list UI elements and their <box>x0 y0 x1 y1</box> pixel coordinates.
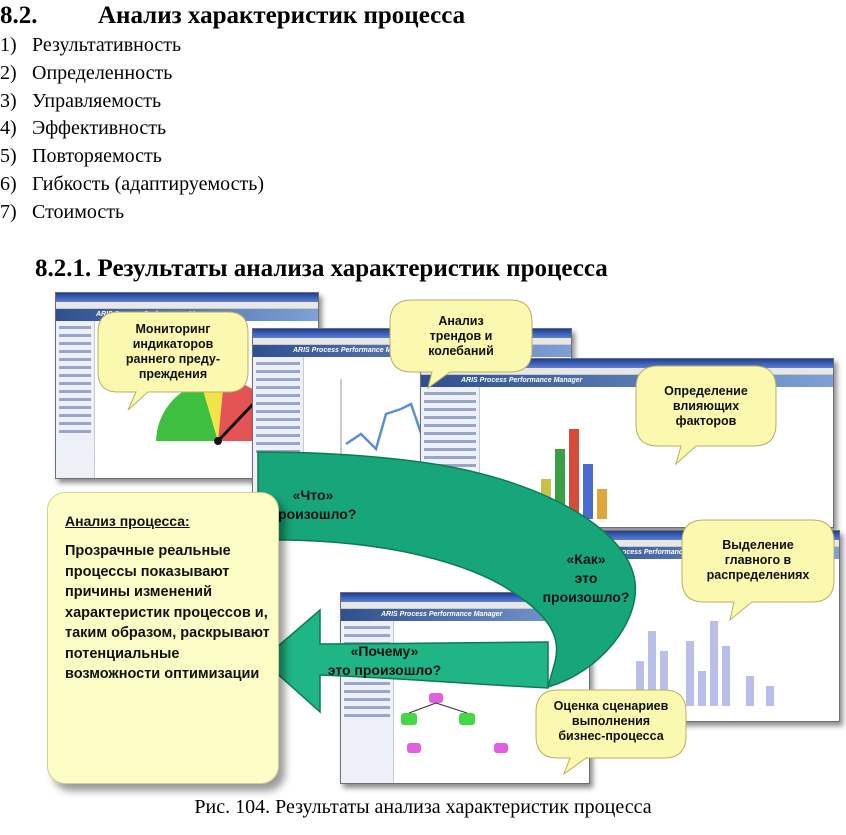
list-item: 4)Эффективность <box>0 117 167 140</box>
flow-arrows <box>257 451 637 714</box>
arrow-label-how: «Как» это произошло? <box>542 551 630 605</box>
figure-caption: Рис. 104. Результаты анализа характерист… <box>194 796 652 818</box>
histogram-icon <box>636 621 774 706</box>
process-analysis-panel: Анализ процесса: Прозрачные реальные про… <box>47 492 279 784</box>
arrow-label-why: «Почему» это произошло? <box>327 643 442 678</box>
list-item: 5)Повторяемость <box>0 145 162 168</box>
callout-monitoring: Мониторинг индикаторов раннего преду- пр… <box>97 311 249 411</box>
list-item: 6)Гибкость (адаптируемость) <box>0 172 264 195</box>
panel-body: Прозрачные реальные процессы показывают … <box>65 543 270 682</box>
characteristics-list: 1)Результативность 2)Определенность 3)Уп… <box>0 32 264 227</box>
section-heading: 8.2. Анализ характеристик процесса <box>0 2 465 30</box>
panel-title: Анализ процесса: <box>65 513 190 529</box>
why-arrow <box>260 608 549 714</box>
subsection-heading: 8.2.1. Результаты анализа характеристик … <box>35 255 608 282</box>
gauge-icon <box>156 378 281 445</box>
process-flow-icon <box>401 693 508 753</box>
list-item: 3)Управляемость <box>0 89 162 112</box>
callout-factors: Определение влияющих факторов <box>635 365 777 466</box>
what-how-arrow <box>257 451 637 689</box>
callout-scenarios: Оценка сценариев выполнения бизнес-проце… <box>535 689 687 776</box>
arrow-label-what: «Что» произошло? <box>269 487 357 522</box>
section-title: Анализ характеристик процесса <box>98 2 466 29</box>
list-item: 7)Стоимость <box>0 200 125 223</box>
figure-104: ARIS Process Performance Manager ARIS Pr… <box>0 292 846 792</box>
list-item: 2)Определенность <box>0 61 173 84</box>
section-number: 8.2. <box>0 2 38 29</box>
callout-trends: Анализ трендов и колебаний <box>389 299 533 390</box>
callout-main: Выделение главного в распределениях <box>681 519 835 622</box>
list-item: 1)Результативность <box>0 34 182 56</box>
